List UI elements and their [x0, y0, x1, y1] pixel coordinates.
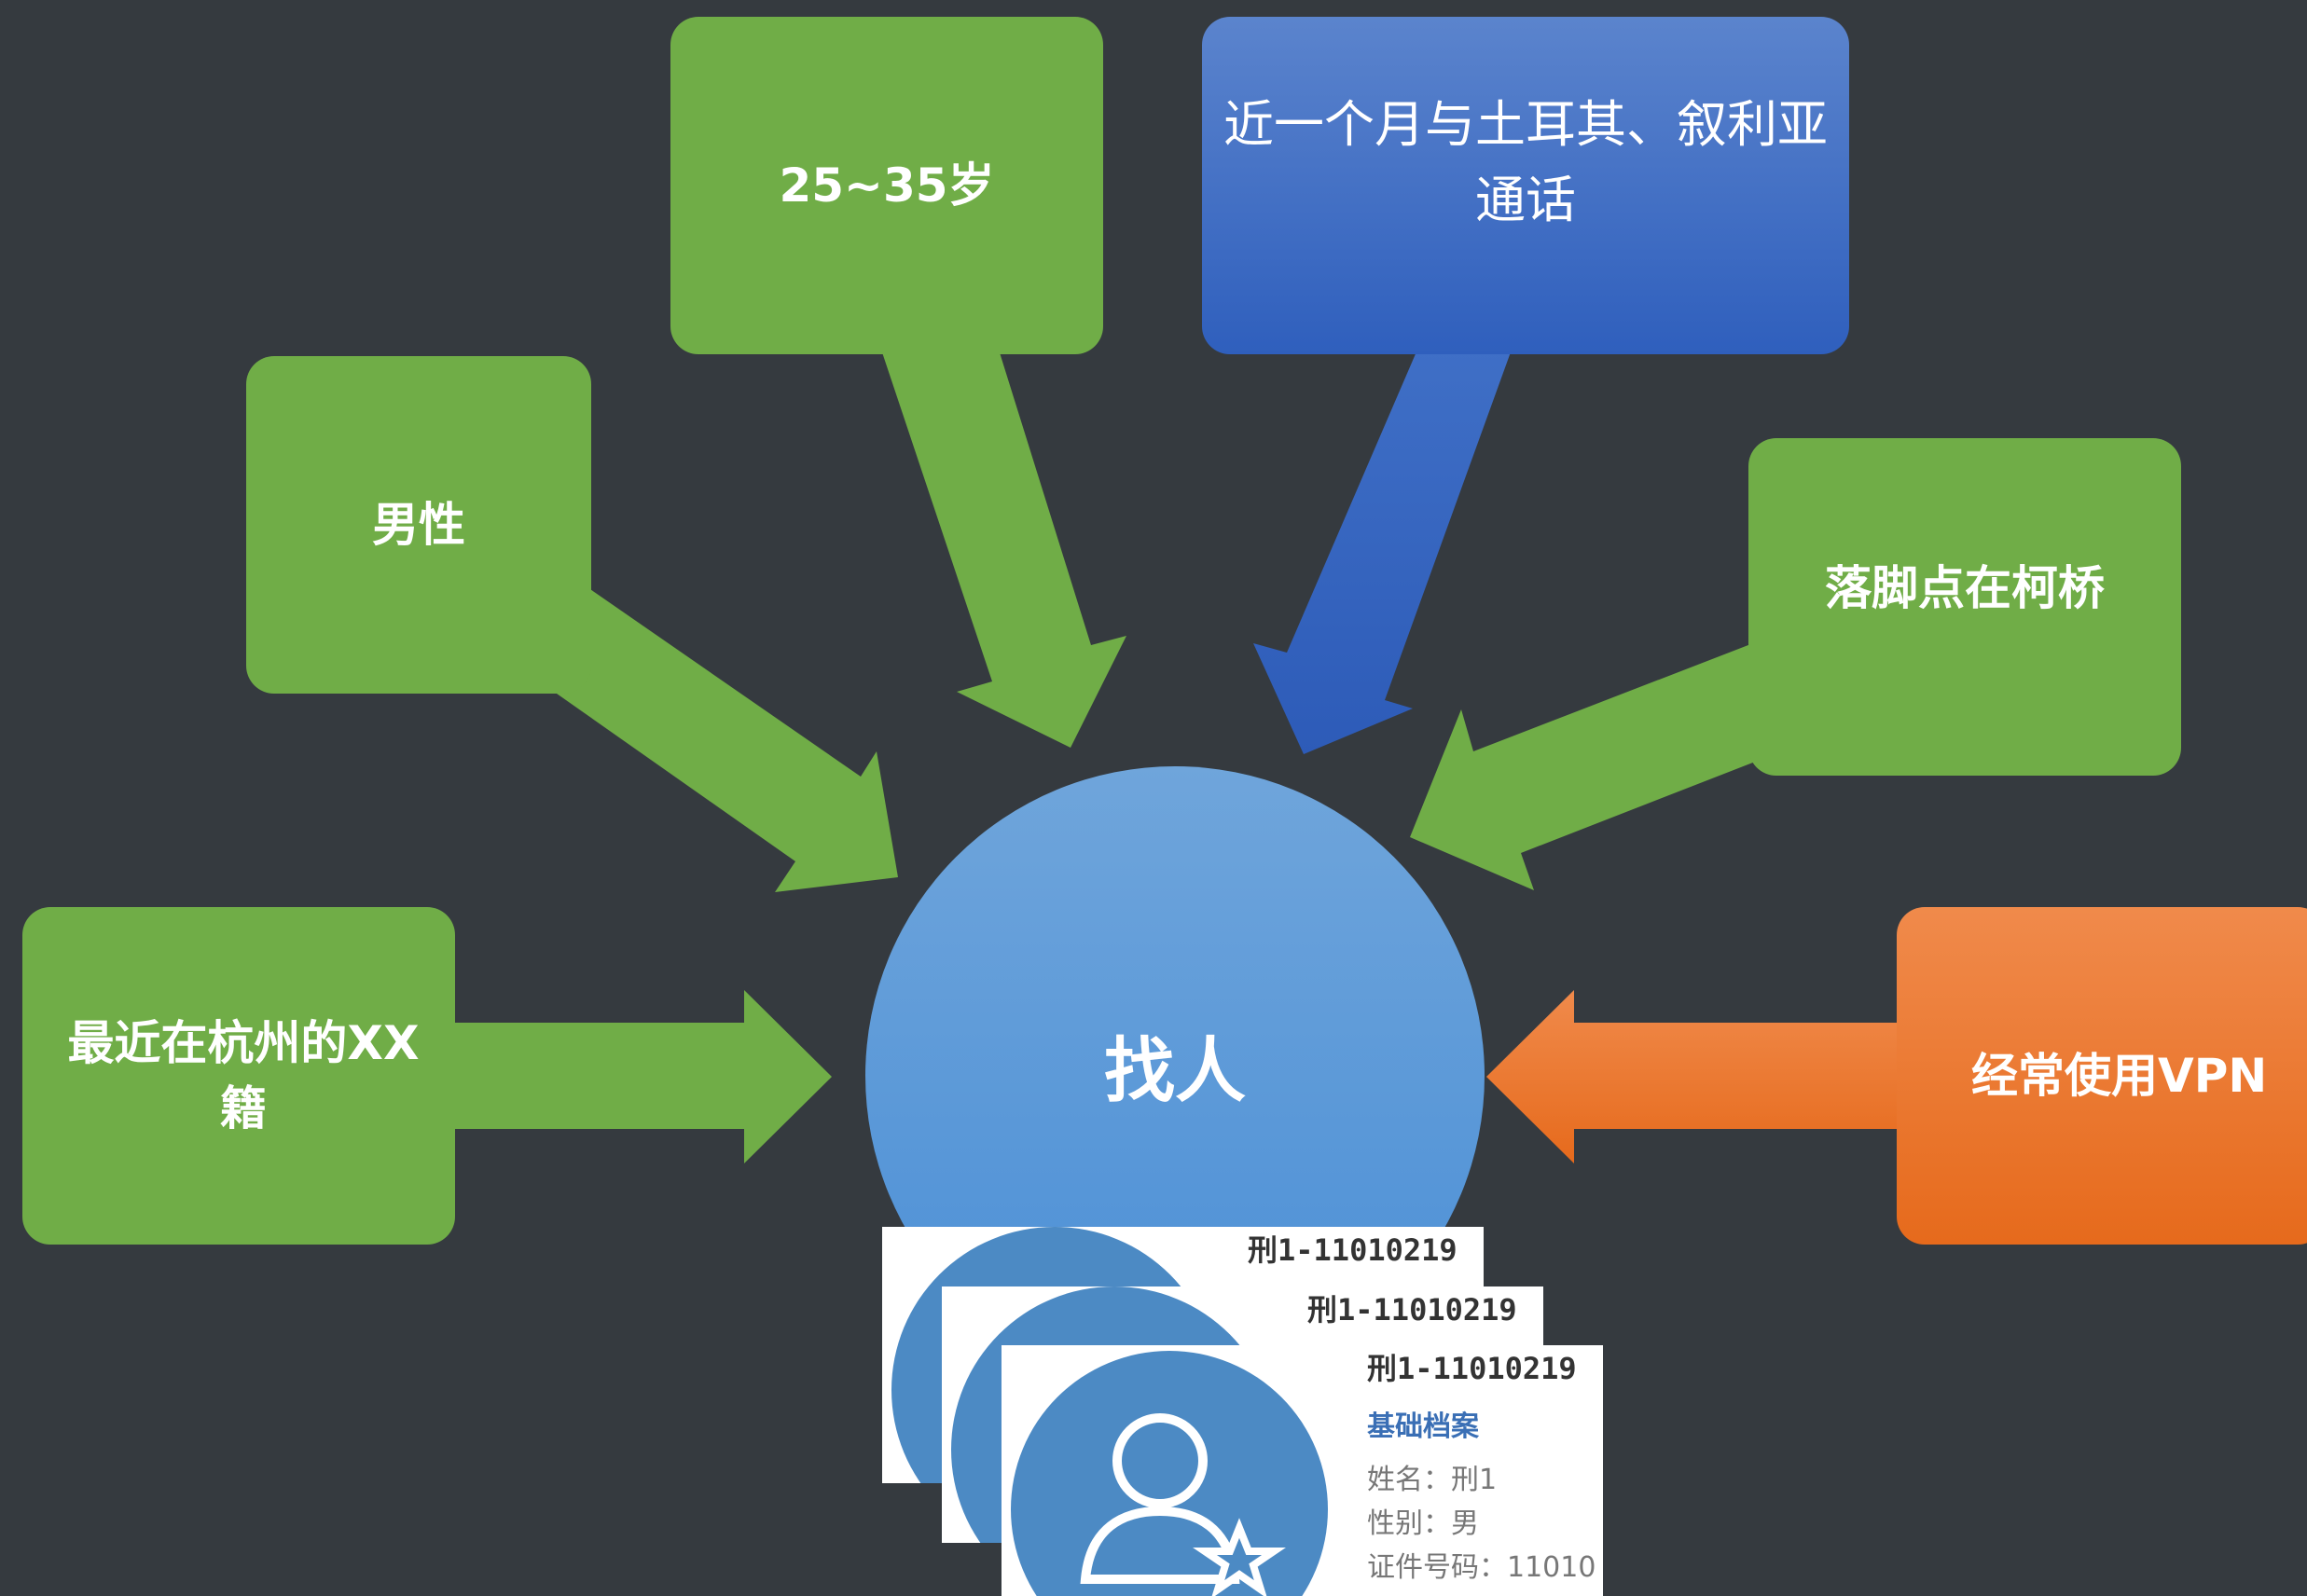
avatar	[1011, 1351, 1328, 1596]
profile-id: 刑1-11010219	[1307, 1292, 1517, 1328]
node-calls-label: 近一个月与土耳其、叙利亚通话	[1223, 95, 1828, 229]
node-landing-label: 落脚点在柯桥	[1825, 561, 2105, 615]
node-vpn-label: 经常使用VPN	[1971, 1049, 2268, 1103]
center-node-label: 找人	[1104, 1028, 1246, 1112]
profile-id-row: 证件号码：11010	[1367, 1551, 1596, 1584]
node-calls: 近一个月与土耳其、叙利亚通话	[1202, 17, 1849, 354]
node-age: 25~35岁	[670, 17, 1103, 354]
arrow-landing	[1410, 643, 1762, 890]
arrow-vpn	[1486, 990, 1902, 1163]
node-landing: 落脚点在柯桥	[1748, 438, 2181, 776]
profile-info: 基础档案 姓名：刑1 性别：男 证件号码：11010	[1367, 1403, 1596, 1588]
arrow-gender	[557, 587, 898, 892]
arrow-origin	[452, 990, 832, 1163]
profile-name-row: 姓名：刑1	[1367, 1464, 1498, 1496]
profile-card[interactable]: 刑1-11010219 基础档案 姓名：刑1 性别：男 证件号码：11010	[1002, 1345, 1603, 1596]
node-origin: 最近在杭州的XX籍	[22, 907, 455, 1245]
profile-id: 刑1-11010219	[1248, 1232, 1457, 1268]
node-gender: 男性	[246, 356, 591, 694]
arrow-age	[881, 350, 1126, 748]
node-vpn: 经常使用VPN	[1897, 907, 2307, 1245]
profile-id: 刑1-11010219	[1367, 1351, 1577, 1386]
arrow-calls	[1253, 350, 1512, 754]
profile-section-title: 基础档案	[1367, 1410, 1479, 1443]
user-star-icon	[1080, 1413, 1286, 1596]
profile-gender-row: 性别：男	[1367, 1507, 1479, 1540]
node-age-label: 25~35岁	[779, 158, 995, 213]
node-gender-label: 男性	[372, 498, 465, 552]
node-origin-label: 最近在杭州的XX籍	[67, 1016, 420, 1135]
